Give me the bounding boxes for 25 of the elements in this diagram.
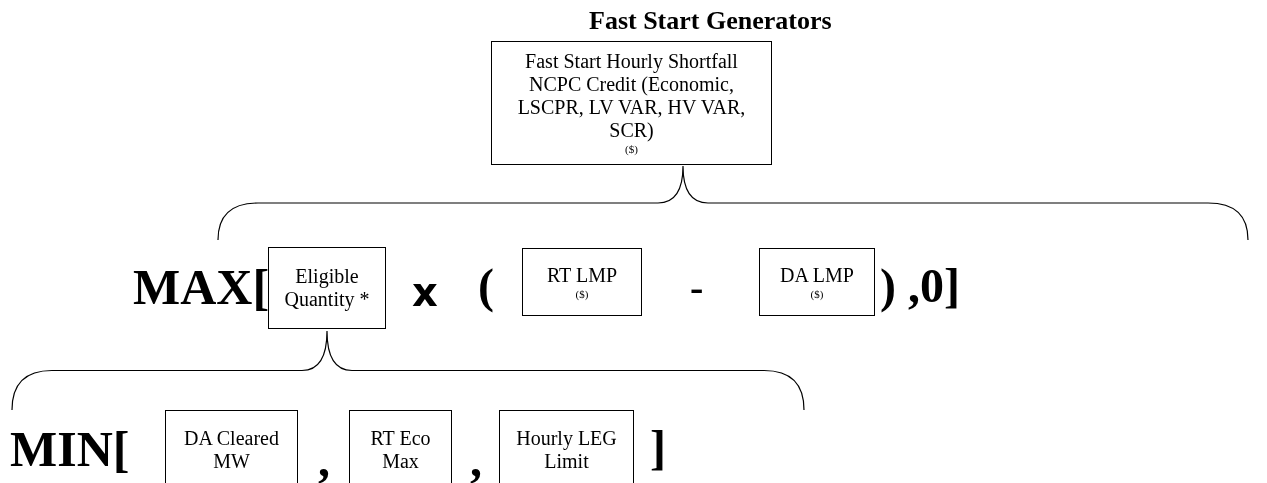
unit-text: ($) bbox=[625, 142, 638, 156]
box-text: RT Eco Max bbox=[369, 427, 432, 473]
formula-box bbox=[522, 248, 642, 316]
min-operator: MIN[ bbox=[10, 424, 130, 474]
box-text: Hourly LEG Limit bbox=[515, 427, 618, 473]
minus-sign: - bbox=[690, 268, 704, 308]
multiply-sign: x bbox=[412, 272, 438, 312]
formula-box bbox=[491, 41, 772, 165]
formula-box bbox=[268, 247, 386, 329]
title: Fast Start Generators bbox=[589, 6, 832, 36]
comma: , bbox=[318, 436, 330, 483]
formula-box bbox=[349, 410, 452, 483]
box-text: DA LMP bbox=[780, 263, 854, 287]
max-operator: MAX[ bbox=[133, 262, 270, 312]
formula-box bbox=[165, 410, 298, 483]
box-text: RT LMP bbox=[546, 263, 618, 287]
close-bracket: ] bbox=[650, 424, 666, 472]
unit-text: ($) bbox=[575, 286, 589, 301]
formula-box bbox=[759, 248, 875, 316]
box-text: DA Cleared MW bbox=[183, 427, 280, 473]
box-text: Fast Start Hourly Shortfall NCPC Credit (Economic, LSCPR, LV VAR, HV VAR, SCR) bbox=[516, 50, 747, 142]
formula-box bbox=[499, 410, 634, 483]
unit-text: ($) bbox=[810, 286, 824, 301]
box-text: Eligible Quantity * bbox=[283, 265, 371, 311]
comma: , bbox=[470, 436, 482, 483]
